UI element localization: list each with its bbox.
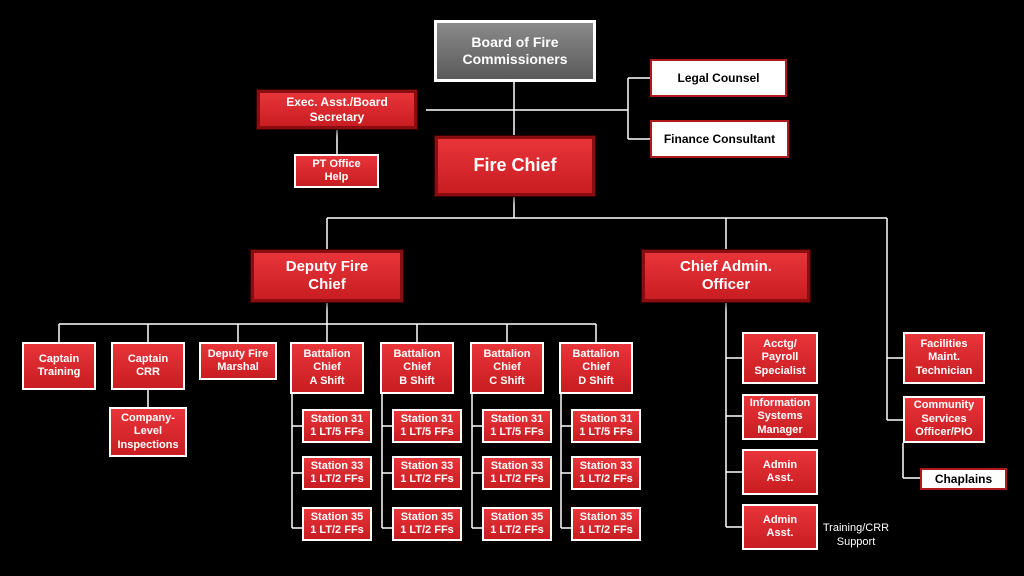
station-31-c-box: Station 31 1 LT/5 FFs [482, 409, 552, 443]
station-33-a-box: Station 33 1 LT/2 FFs [302, 456, 372, 490]
battalion-chief-b-box: Battalion Chief B Shift [380, 342, 454, 394]
station-35-a-box: Station 35 1 LT/2 FFs [302, 507, 372, 541]
station-35-c-box: Station 35 1 LT/2 FFs [482, 507, 552, 541]
deputy-fire-chief-label: Deputy Fire Chief [285, 257, 369, 293]
deputy-fire-marshal-label: Deputy Fire Marshal [207, 347, 269, 373]
station-label: Station 31 1 LT/5 FFs [490, 412, 544, 438]
admin-asst-label: Admin Asst. [762, 458, 798, 484]
chaplains-box: Chaplains [920, 468, 1007, 490]
station-label: Station 33 1 LT/2 FFs [400, 459, 454, 485]
admin-asst-1-box: Admin Asst. [742, 449, 818, 495]
chief-admin-officer-label: Chief Admin. Officer [680, 257, 772, 293]
deputy-fire-chief-box: Deputy Fire Chief [251, 250, 403, 302]
station-35-d-box: Station 35 1 LT/2 FFs [571, 507, 641, 541]
fire-chief-box: Fire Chief [435, 136, 595, 196]
exec-asst-label: Exec. Asst./Board Secretary [286, 94, 388, 124]
station-33-d-box: Station 33 1 LT/2 FFs [571, 456, 641, 490]
station-label: Station 35 1 LT/2 FFs [579, 510, 633, 536]
battalion-chief-a-label: Battalion Chief A Shift [303, 347, 351, 387]
station-label: Station 33 1 LT/2 FFs [579, 459, 633, 485]
legal-counsel-label: Legal Counsel [677, 70, 760, 85]
station-33-b-box: Station 33 1 LT/2 FFs [392, 456, 462, 490]
finance-consultant-box: Finance Consultant [650, 120, 789, 158]
station-label: Station 33 1 LT/2 FFs [490, 459, 544, 485]
station-label: Station 35 1 LT/2 FFs [490, 510, 544, 536]
captain-crr-box: Captain CRR [111, 342, 185, 390]
acctg-payroll-box: Acctg/ Payroll Specialist [742, 332, 818, 384]
fire-chief-label: Fire Chief [473, 155, 557, 176]
chief-admin-officer-box: Chief Admin. Officer [642, 250, 810, 302]
battalion-chief-d-box: Battalion Chief D Shift [559, 342, 633, 394]
deputy-fire-marshal-box: Deputy Fire Marshal [199, 342, 277, 380]
captain-training-label: Captain Training [37, 352, 81, 378]
battalion-chief-c-box: Battalion Chief C Shift [470, 342, 544, 394]
station-31-d-box: Station 31 1 LT/5 FFs [571, 409, 641, 443]
station-label: Station 31 1 LT/5 FFs [400, 412, 454, 438]
finance-consultant-label: Finance Consultant [663, 131, 776, 146]
community-services-box: Community Services Officer/PIO [903, 396, 985, 443]
chaplains-label: Chaplains [934, 471, 993, 486]
battalion-chief-a-box: Battalion Chief A Shift [290, 342, 364, 394]
acctg-payroll-label: Acctg/ Payroll Specialist [754, 337, 806, 377]
pt-office-box: PT Office Help [294, 154, 379, 188]
board-label: Board of Fire Commissioners [462, 33, 568, 67]
captain-training-box: Captain Training [22, 342, 96, 390]
information-systems-box: Information Systems Manager [742, 394, 818, 440]
battalion-chief-c-label: Battalion Chief C Shift [483, 347, 531, 387]
station-35-b-box: Station 35 1 LT/2 FFs [392, 507, 462, 541]
station-33-c-box: Station 33 1 LT/2 FFs [482, 456, 552, 490]
company-inspections-box: Company- Level Inspections [109, 407, 187, 457]
facilities-label: Facilities Maint. Technician [915, 337, 973, 377]
battalion-chief-d-label: Battalion Chief D Shift [572, 347, 620, 387]
station-31-b-box: Station 31 1 LT/5 FFs [392, 409, 462, 443]
station-31-a-box: Station 31 1 LT/5 FFs [302, 409, 372, 443]
pt-office-label: PT Office Help [312, 157, 361, 183]
admin-asst-2-box: Admin Asst. [742, 504, 818, 550]
board-of-fire-commissioners-box: Board of Fire Commissioners [434, 20, 596, 82]
station-label: Station 35 1 LT/2 FFs [400, 510, 454, 536]
station-label: Station 31 1 LT/5 FFs [310, 412, 364, 438]
community-services-label: Community Services Officer/PIO [913, 399, 975, 439]
captain-crr-label: Captain CRR [127, 352, 169, 378]
station-label: Station 33 1 LT/2 FFs [310, 459, 364, 485]
battalion-chief-b-label: Battalion Chief B Shift [393, 347, 441, 387]
company-inspections-label: Company- Level Inspections [117, 411, 179, 451]
information-systems-label: Information Systems Manager [749, 396, 811, 436]
facilities-box: Facilities Maint. Technician [903, 332, 985, 384]
training-crr-support-note: Training/CRR Support [822, 522, 890, 548]
station-label: Station 35 1 LT/2 FFs [310, 510, 364, 536]
exec-asst-box: Exec. Asst./Board Secretary [257, 90, 417, 129]
legal-counsel-box: Legal Counsel [650, 59, 787, 97]
admin-asst-label: Admin Asst. [762, 513, 798, 539]
station-label: Station 31 1 LT/5 FFs [579, 412, 633, 438]
